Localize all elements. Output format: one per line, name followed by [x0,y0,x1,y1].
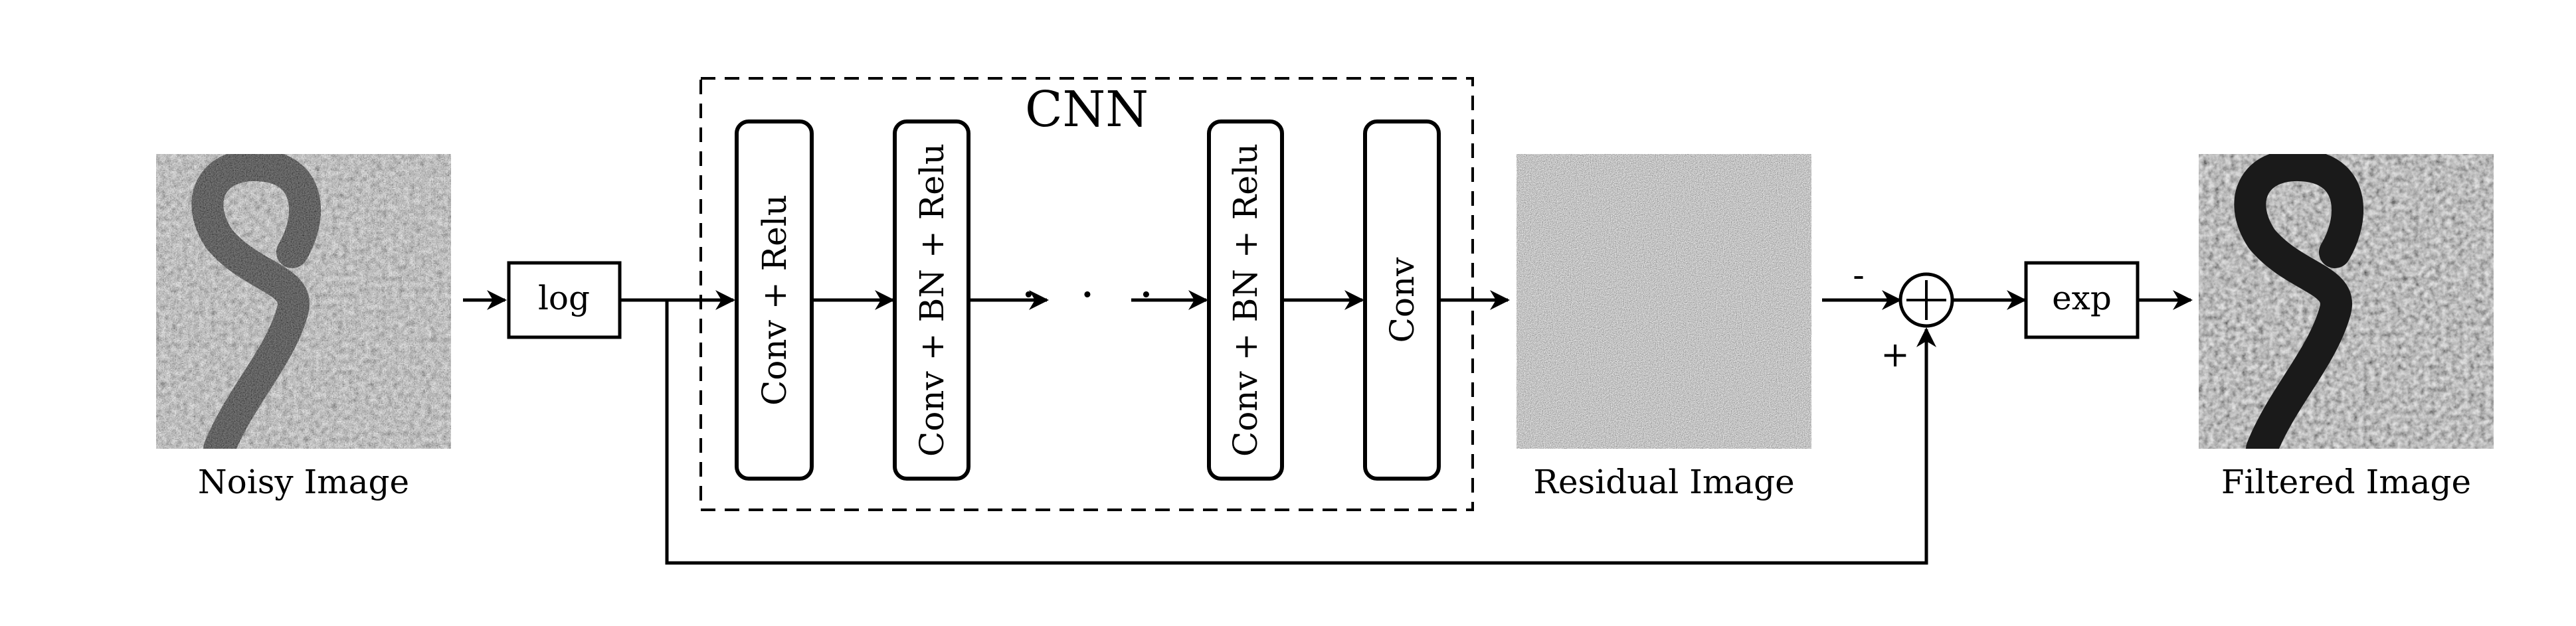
sum-plus-sign: + [1881,335,1910,375]
residual-image: Residual Image [1517,154,1811,501]
cnn-block-2-label: Conv + BN + Relu [913,143,951,457]
filtered-image: Filtered Image [2199,154,2494,501]
log-operation: log [507,261,622,339]
sum-minus-sign: - [1853,256,1865,295]
cnn-title: CNN [1025,81,1149,138]
cnn-block-3-label: Conv + BN + Relu [1226,143,1265,457]
residual-image-caption: Residual Image [1533,463,1794,501]
cnn-block-4: Conv [1363,119,1441,481]
cnn-block-1-label: Conv + Relu [755,195,794,406]
noisy-image-caption: Noisy Image [198,463,409,501]
cnn-block-3: Conv + BN + Relu [1207,119,1284,481]
skip-connection [665,300,1936,565]
exp-label: exp [2052,279,2112,317]
filtered-image-caption: Filtered Image [2221,463,2471,501]
exp-operation: exp [2024,261,2140,339]
connectors [463,290,2193,565]
cnn-block-2: Conv + BN + Relu [893,119,970,481]
cnn-region: CNN [699,77,1474,511]
cnn-ellipsis: · · · [1021,268,1168,322]
cnn-block-4-label: Conv [1383,257,1422,343]
cnn-block-1: Conv + Relu [735,119,814,481]
sum-node: - + [1853,256,1954,375]
log-label: log [538,279,590,317]
noisy-image: Noisy Image [156,154,451,501]
